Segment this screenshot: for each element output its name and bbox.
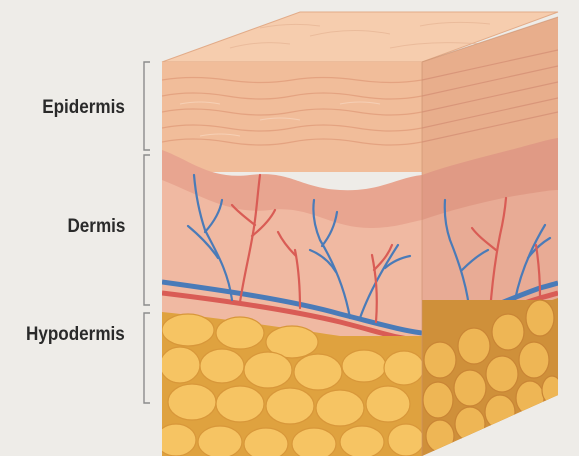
epidermis-label: Epidermis [42, 98, 125, 117]
side-face [422, 17, 562, 456]
front-face [156, 62, 424, 456]
hypodermis-bracket [144, 313, 150, 403]
epidermis-front [162, 62, 422, 172]
epidermis-bracket [144, 62, 150, 150]
layer-brackets [144, 62, 150, 403]
hypodermis-label: Hypodermis [26, 325, 125, 344]
dermis-bracket [144, 155, 150, 305]
dermis-label: Dermis [67, 217, 125, 236]
